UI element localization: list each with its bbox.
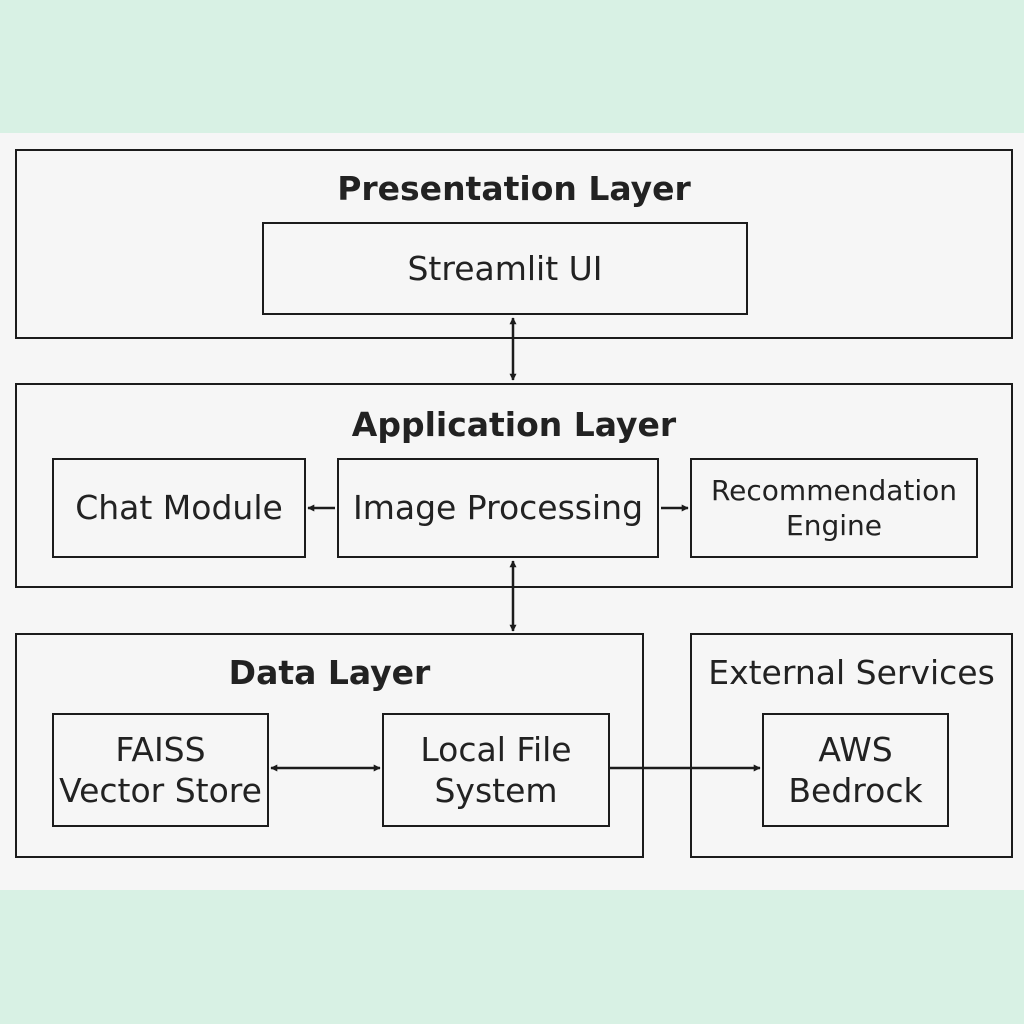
faiss-vector-store-box: FAISS Vector Store [52,713,269,827]
local-file-system-line-2: System [434,771,558,810]
local-file-system-line-1: Local File [420,729,572,769]
chat-module-label: Chat Module [75,488,283,528]
presentation-layer-title: Presentation Layer [337,169,691,208]
local-file-system-box: Local File System [382,713,610,827]
recommendation-engine-box: Recommendation Engine [690,458,978,558]
streamlit-ui-box: Streamlit UI [262,222,748,315]
aws-bedrock-line-1: AWS [818,729,893,769]
faiss-vector-store-line-1: FAISS [115,729,206,769]
external-services-title: External Services [708,653,995,692]
aws-bedrock-line-2: Bedrock [788,771,923,810]
image-processing-box: Image Processing [337,458,659,558]
data-layer-title: Data Layer [228,653,431,692]
faiss-vector-store-line-2: Vector Store [59,771,262,810]
application-layer-title: Application Layer [351,405,677,444]
top-band [0,0,1024,133]
recommendation-engine-line-1: Recommendation [710,474,958,507]
image-processing-label: Image Processing [352,488,644,528]
recommendation-engine-line-2: Engine [786,509,882,542]
chat-module-box: Chat Module [52,458,306,558]
streamlit-ui-label: Streamlit UI [407,248,603,288]
bottom-band [0,890,1024,1024]
aws-bedrock-box: AWS Bedrock [762,713,949,827]
